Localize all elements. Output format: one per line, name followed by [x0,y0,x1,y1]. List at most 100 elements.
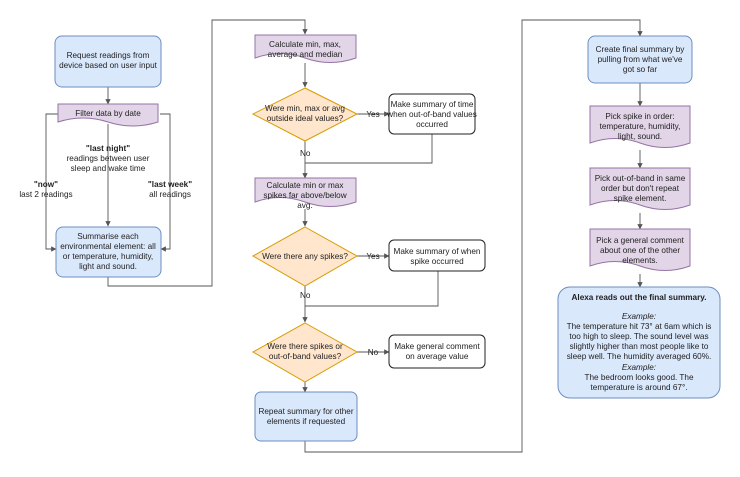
decision-any-spikes-label: Were there any spikes? [262,252,348,261]
example-1-text-line-3: slightly higher than most people like to [570,342,709,351]
pick-spike-label-line-2: temperature, humidity, [600,122,681,131]
edge-summary-spike-merge [305,270,439,307]
nodes [54,34,721,442]
pick-spike-node [589,105,691,148]
final-summary-node [587,35,693,84]
last-night-label-line-1: "last night" [86,144,130,153]
calc-spikes-label-line-2: spikes far above/below [263,191,346,200]
edge-summarise-calc [107,19,308,287]
final-summary-label-line-3: got so far [623,65,657,74]
pick-general-node [589,228,691,271]
request-readings-node [54,35,162,88]
pick-oob-label-line-2: order but don't repeat [601,184,680,193]
pick-spike-label-line-3: light, sound. [618,132,662,141]
pick-general-label-line-3: elements. [622,256,658,265]
example-2-text-line-1: The bedroom looks good. The [584,373,694,382]
edge-filter-now [45,113,58,252]
summary-time-label-line-1: Make summary of time [391,100,474,109]
yes-label-2: Yes [366,252,379,261]
example-2-label: Example: [622,363,656,372]
no-label-1: No [300,149,311,158]
last-night-label-line-2: readings between user [67,154,150,163]
pick-oob-label-line-1: Pick out-of-band in same [595,174,686,183]
general-comment-label-line-1: Make general comment [394,342,480,351]
calc-spikes-node [254,177,357,207]
no-label-2: No [300,291,311,300]
pick-general-label-line-2: about one of the other [600,246,680,255]
last-week-label-line-2: all readings [149,190,191,199]
decision-outside-ideal-label-line-1: Were min, max or avg [265,104,345,113]
summarise-label-line-3: or temperature, humidity, [63,252,153,261]
no-label-3: No [368,348,379,357]
yes-label-1: Yes [366,110,379,119]
general-comment-node [388,334,486,369]
summary-time-label-line-2: when out-of-band values [386,110,477,119]
summary-spike-label-line-2: spike occurred [410,257,464,266]
summarise-label-line-1: Summarise each [77,232,139,241]
final-summary-label-line-1: Create final summary by [596,45,686,54]
example-1-text-line-4: sleep well. The humidity averaged 60%. [567,352,712,361]
last-week-label-line-1: "last week" [148,180,192,189]
summary-spike-node [388,239,486,272]
calc-spikes-label-line-3: avg. [297,201,312,210]
decision-spikes-or-oob-label-line-1: Were there spikes or [267,342,343,351]
filter-by-date-node [57,103,159,127]
summary-spike-label-line-1: Make summary of when [394,247,481,256]
now-label: "now"last 2 readings [19,180,72,199]
pick-general-label-line-1: Pick a general comment [596,236,685,245]
pick-oob-node [589,167,691,210]
decision-outside-ideal [251,87,359,142]
repeat-summary-label-line-1: Repeat summary for other [258,407,353,416]
filter-by-date-label-line-1: Filter data by date [75,109,141,118]
summary-time-label-line-3: occurred [416,120,448,129]
pick-oob-label-line-3: spike element. [614,194,667,203]
summarise-label-line-2: environmental element: all [60,242,156,251]
example-1-text-line-1: The temperature hit 73° at 6am which is [567,322,712,331]
edge-filter-last-week [160,113,171,252]
example-2-text-line-2: temperature is around 67°. [590,383,687,392]
edge-repeat-final [304,19,643,453]
decision-any-spikes [251,226,359,287]
calc-min-max-label-line-2: average and median [268,50,343,59]
decision-any-spikes-label-line-1: Were there any spikes? [262,252,348,261]
calc-spikes-label-line-1: Calculate min or max [267,181,344,190]
edges [45,19,643,453]
pick-spike-label: Pick spike in order:temperature, humidit… [600,112,681,141]
general-comment-label-line-2: on average value [406,352,469,361]
example-1-text-line-2: too high to sleep. The sound level was [569,332,708,341]
alexa-title: Alexa reads out the final summary. [572,293,707,302]
decision-spikes-or-oob-label-line-2: out-of-band values? [269,352,342,361]
calc-min-max-node [254,34,357,63]
last-night-label-line-3: sleep and wake time [71,164,146,173]
repeat-summary-node [254,391,358,442]
now-label-line-1: "now" [34,180,58,189]
pick-spike-label-line-1: Pick spike in order: [605,112,674,121]
summarise-node [55,226,162,278]
decision-spikes-or-oob [251,322,359,383]
last-week-label: "last week"all readings [148,180,192,199]
summary-time-node [388,93,476,135]
repeat-summary-label-line-2: elements if requested [267,417,346,426]
decision-outside-ideal-label-line-2: outside ideal values? [267,114,344,123]
now-label-line-2: last 2 readings [19,190,72,199]
example-1-label: Example: [622,312,656,321]
calc-min-max-label-line-1: Calculate min, max, [269,40,341,49]
filter-by-date-label: Filter data by date [75,109,141,118]
edge-summary-time-merge [305,133,433,164]
